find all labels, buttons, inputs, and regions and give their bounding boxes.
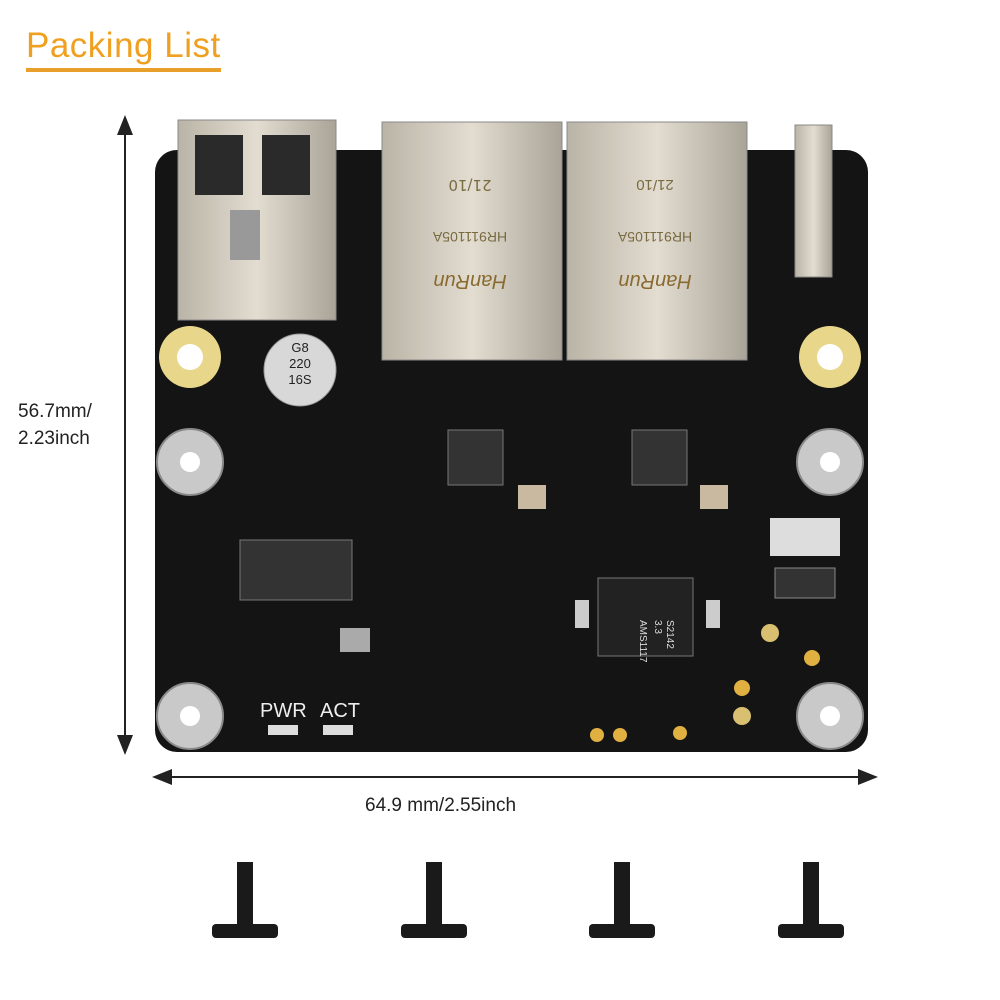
led-pwr-label: PWR <box>260 700 307 722</box>
svg-text:HanRun: HanRun <box>433 270 506 292</box>
height-dimension-label: 56.7mm/ 2.23inch <box>18 398 92 452</box>
smd-components <box>340 485 840 742</box>
led-act <box>323 725 353 735</box>
svg-text:21/10: 21/10 <box>636 176 674 193</box>
led-act-label: ACT <box>320 700 360 722</box>
usb-port <box>177 119 337 321</box>
capacitor: G8 220 16S <box>263 333 337 407</box>
page-title: Packing List <box>26 24 221 72</box>
side-connector <box>794 124 833 278</box>
ethernet-chip <box>239 429 694 657</box>
width-dimension-label: 64.9 mm/2.55inch <box>365 795 517 816</box>
rj45-port-right: 21/10 HR911105A HanRun <box>566 121 748 361</box>
mounting-hole <box>159 326 861 388</box>
svg-text:G8: G8 <box>291 340 308 355</box>
rj45-port-left: 21/10 HR911105A HanRun <box>381 121 563 361</box>
svg-text:S2142: S2142 <box>664 620 675 649</box>
height-inch: 2.23inch <box>18 428 90 449</box>
svg-text:220: 220 <box>289 356 311 371</box>
screw <box>212 862 844 938</box>
svg-text:3.3: 3.3 <box>652 620 663 634</box>
height-mm: 56.7mm/ <box>18 401 92 422</box>
svg-text:21/10: 21/10 <box>448 176 491 194</box>
led-pwr <box>268 725 298 735</box>
svg-text:AMS1117: AMS1117 <box>637 620 648 663</box>
svg-text:16S: 16S <box>288 372 311 387</box>
svg-text:HR911105A: HR911105A <box>617 229 692 245</box>
pcb-board: 21/10 HR911105A HanRun 21/10 HR911105A H… <box>155 119 868 752</box>
svg-text:HR911105A: HR911105A <box>432 229 507 245</box>
svg-text:HanRun: HanRun <box>618 270 691 292</box>
